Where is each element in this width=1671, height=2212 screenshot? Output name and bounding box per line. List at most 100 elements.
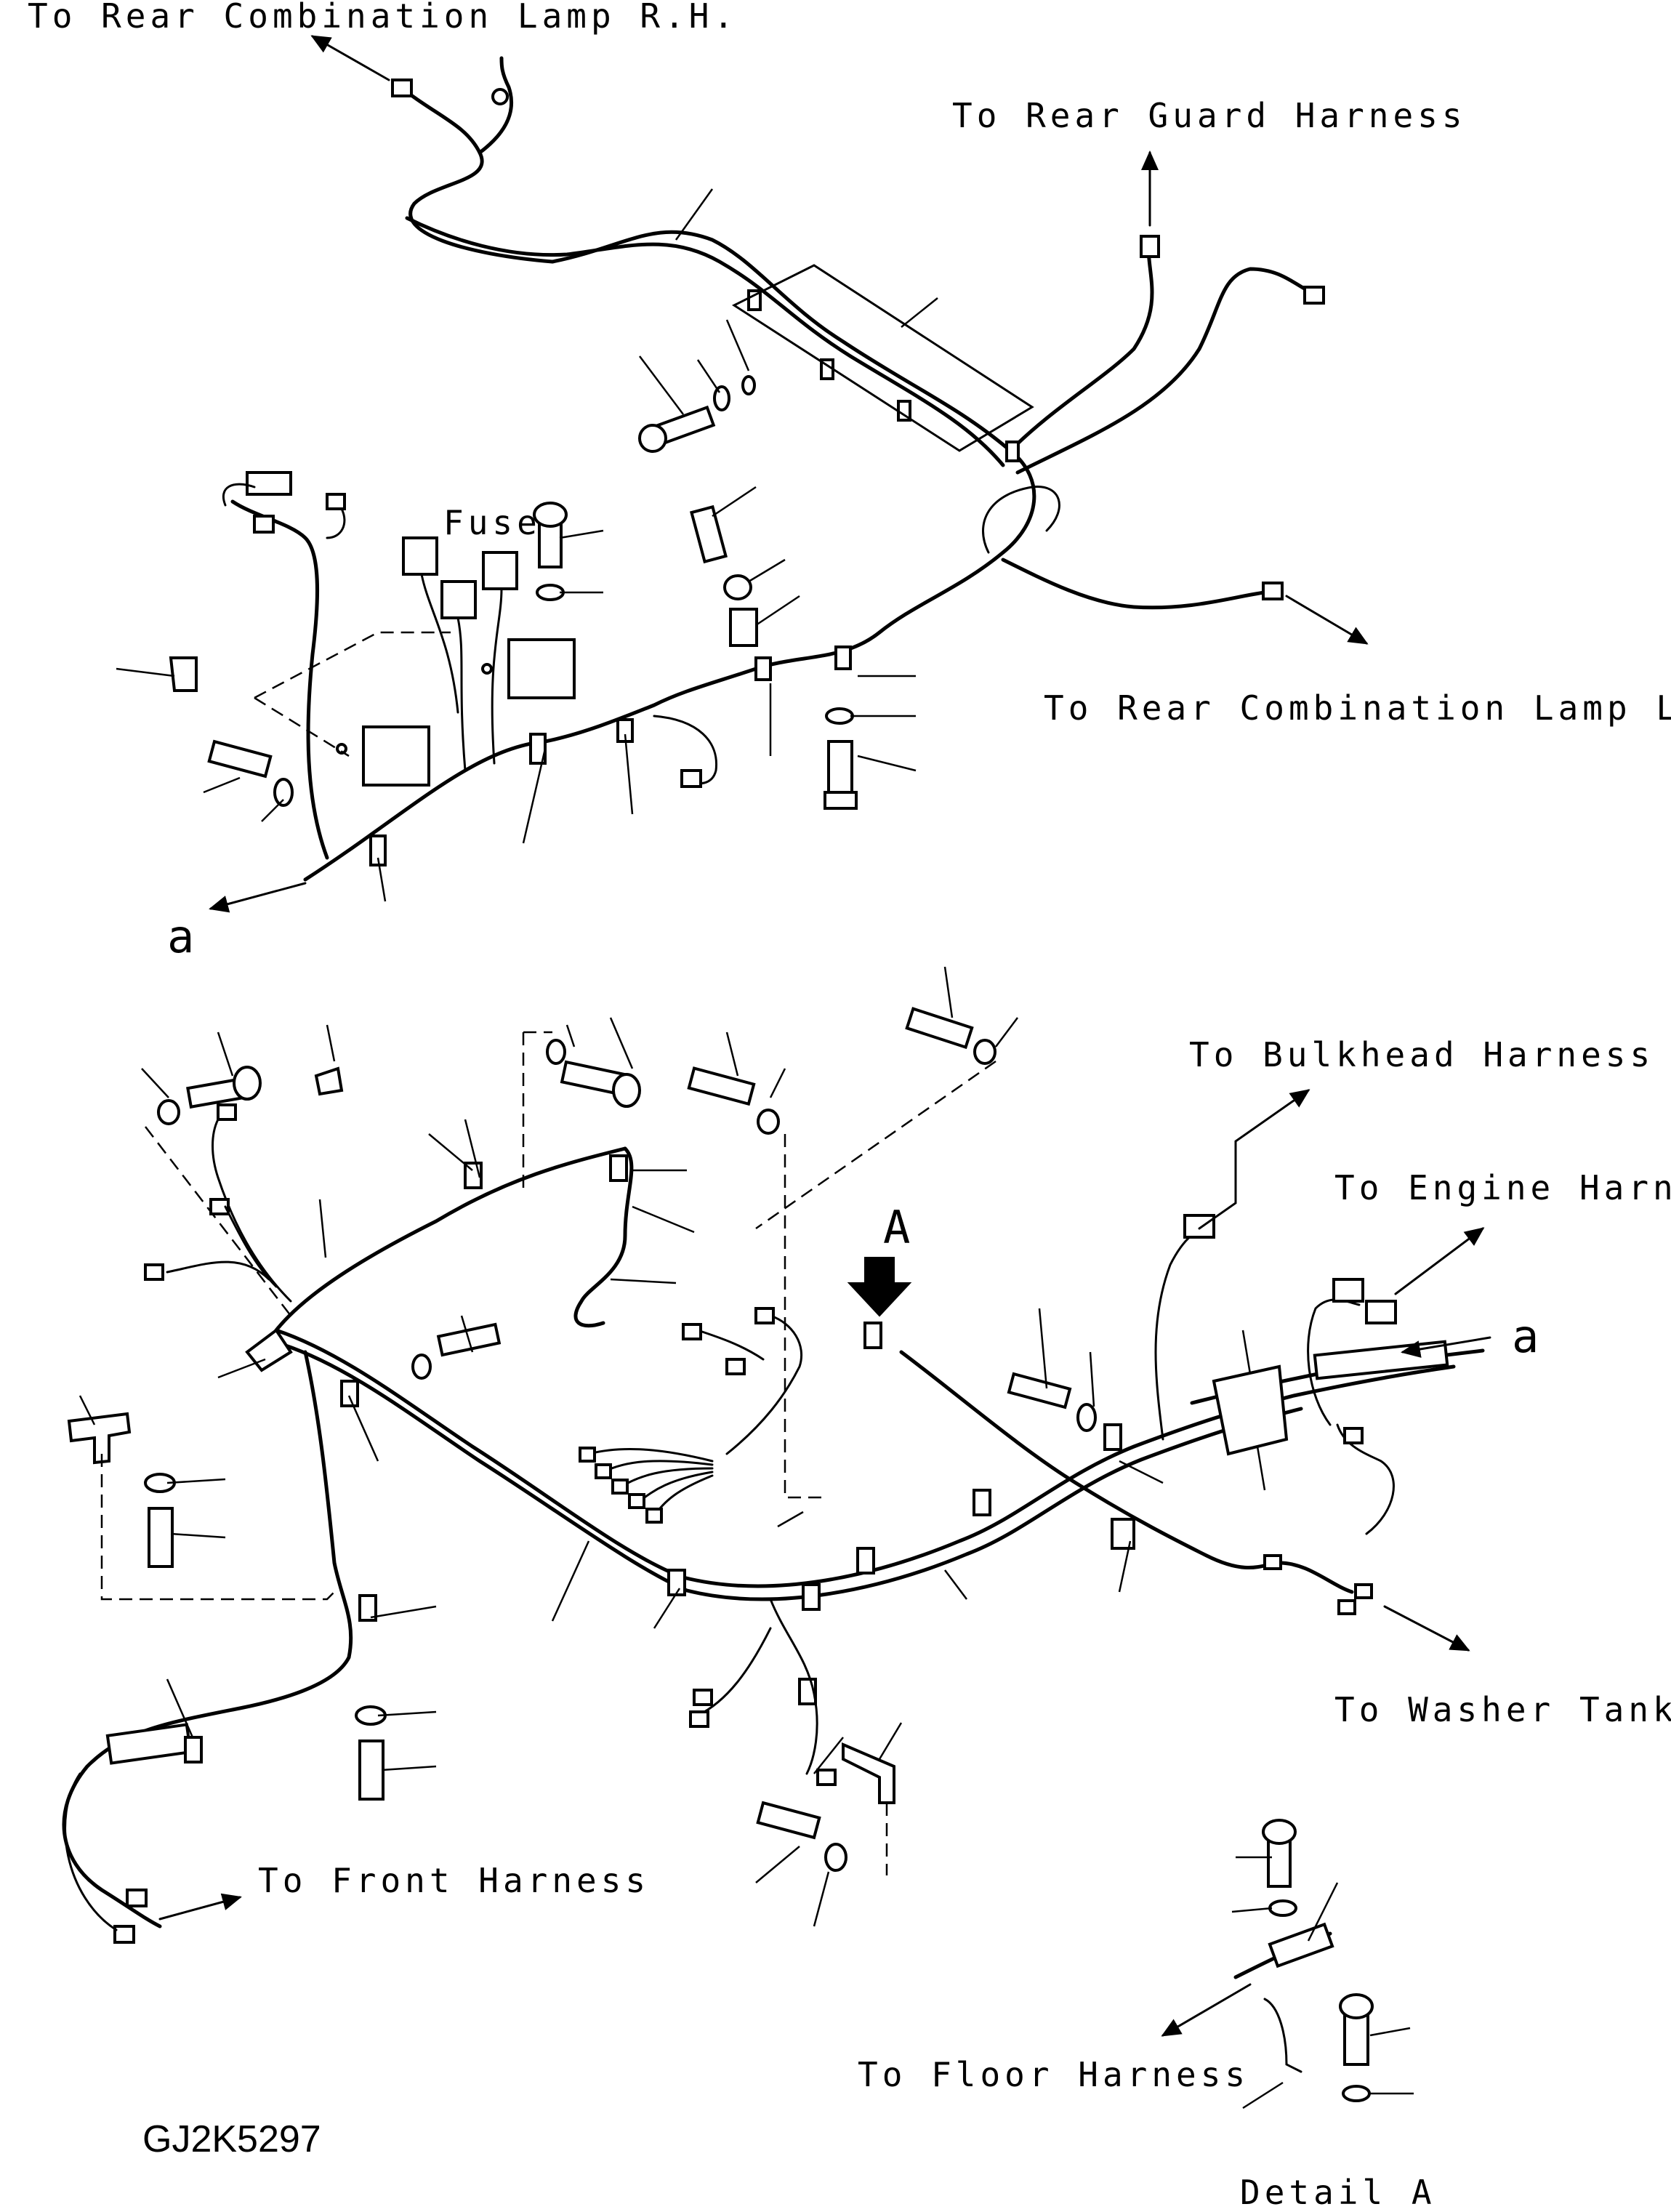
right-connector: [1303, 286, 1325, 305]
clamp: [754, 656, 772, 681]
bolt-icon: [358, 1740, 384, 1801]
relay-icon: [362, 725, 430, 787]
clamp: [667, 1569, 686, 1596]
bolt-icon: [148, 1507, 174, 1568]
lh-lamp-branch: [1001, 558, 1267, 610]
rh-lamp-connector: [391, 79, 413, 97]
view-arrow-icon: [847, 1257, 912, 1317]
left-branch-harness: [230, 499, 329, 860]
engine-connector: [1365, 1300, 1397, 1324]
lower-clamps: [184, 1154, 1122, 1763]
ground-ring-icon: [491, 88, 509, 105]
clamp: [184, 1736, 203, 1763]
clamp: [834, 645, 852, 670]
protector-sleeve: [105, 1723, 193, 1765]
text-labels: To Rear Combination Lamp R.H. To Rear Gu…: [28, 0, 1671, 2212]
label-view-a: A: [883, 1201, 914, 1254]
lower-main-harness-parallel: [281, 1343, 1303, 1601]
connector: [1343, 1427, 1364, 1444]
bolt-head-icon: [824, 791, 858, 810]
arrow-bulkhead: [1198, 1089, 1310, 1230]
label-washer-tank: To Washer Tank: [1334, 1690, 1671, 1729]
clamp: [340, 1380, 359, 1407]
tape-tag: [245, 1328, 293, 1372]
bolt-head-icon: [1262, 1819, 1297, 1845]
connector: [725, 1358, 746, 1375]
bolt-head-icon: [233, 1066, 262, 1101]
upper-assembly: [116, 56, 1325, 902]
clamp: [856, 1547, 875, 1574]
right-connector-branch: [1015, 267, 1310, 475]
bolt-icon: [687, 1066, 756, 1106]
rear-harness-parallel: [405, 216, 1005, 467]
arrow-engine: [1394, 1227, 1485, 1295]
bolt-head-icon: [1339, 1993, 1374, 2019]
label-engine: To Engine Harness: [1334, 1168, 1671, 1207]
fan-wires: [587, 1447, 714, 1517]
mounting-dashed-line: [254, 631, 451, 757]
label-ref-a-upper: a: [167, 910, 198, 963]
clamp: [1103, 1423, 1122, 1451]
fan-connector: [611, 1479, 629, 1495]
bulkhead-bracket: [1212, 1364, 1289, 1456]
fuse-blocks: [336, 536, 576, 787]
fuse-wires: [420, 573, 503, 772]
washer-icon: [825, 707, 854, 725]
engine-connector: [1332, 1278, 1364, 1303]
arrow-floor: [1161, 1983, 1252, 2037]
label-floor-harness: To Floor Harness: [858, 2055, 1249, 2094]
washer-icon: [1342, 2085, 1371, 2102]
clamp: [609, 1154, 628, 1182]
detail-clamp: [1263, 1998, 1302, 2073]
connector: [217, 1103, 237, 1121]
washer-icon: [1076, 1403, 1097, 1432]
bolt-icon: [905, 1007, 974, 1050]
washer-icon: [273, 778, 294, 807]
left-connector: [326, 493, 346, 510]
washer-connector: [1337, 1599, 1356, 1615]
clamp: [973, 1489, 991, 1516]
elbow-fitting-icon: [169, 656, 198, 692]
connector: [816, 1769, 837, 1786]
arrow-washer: [1383, 1605, 1470, 1652]
washer-icon: [741, 375, 756, 395]
fan-connector: [645, 1508, 663, 1524]
lower-branch: [696, 1598, 818, 1775]
washer-icon: [411, 1354, 432, 1380]
side-connector: [680, 769, 702, 788]
lower-dashed-lines: [100, 1031, 996, 1875]
fuse-bolt-head-icon: [533, 502, 568, 528]
washer-icon: [1268, 1899, 1297, 1917]
clamp: [358, 1594, 377, 1622]
arrow-lh-lamp: [1285, 595, 1369, 645]
bolt-icon: [1007, 1372, 1072, 1409]
clamp: [802, 1583, 821, 1611]
upper-fasteners: [169, 375, 858, 810]
fan-connector: [579, 1447, 596, 1463]
lh-lamp-connector: [1262, 582, 1284, 600]
bolt-icon: [756, 1801, 821, 1840]
bolt-icon: [690, 504, 728, 564]
relay-icon: [507, 638, 576, 699]
top-harness-loop: [573, 1146, 634, 1328]
washer-icon: [157, 1099, 180, 1125]
washer-icon: [723, 574, 752, 600]
rh-lamp-branch: [478, 56, 514, 155]
lower-leader-lines: [78, 966, 1266, 1927]
connector-fan: [579, 1447, 714, 1524]
mount-bracket: [842, 1742, 895, 1804]
fuse-block: [482, 551, 518, 590]
washer-icon: [757, 1109, 780, 1135]
bolt-head-icon: [638, 424, 667, 453]
rear-guard-connector: [1140, 235, 1160, 258]
connector: [754, 1307, 775, 1324]
connector: [682, 1323, 702, 1340]
front-connector: [126, 1889, 148, 1907]
arrow-a-lower: [1401, 1336, 1491, 1358]
arrow-rh-lamp: [310, 35, 390, 81]
fuse-block: [402, 536, 438, 576]
label-detail-a: Detail A: [1240, 2173, 1436, 2212]
bracket-plate: [731, 264, 1034, 452]
bulkhead-branch: [1154, 1227, 1208, 1441]
